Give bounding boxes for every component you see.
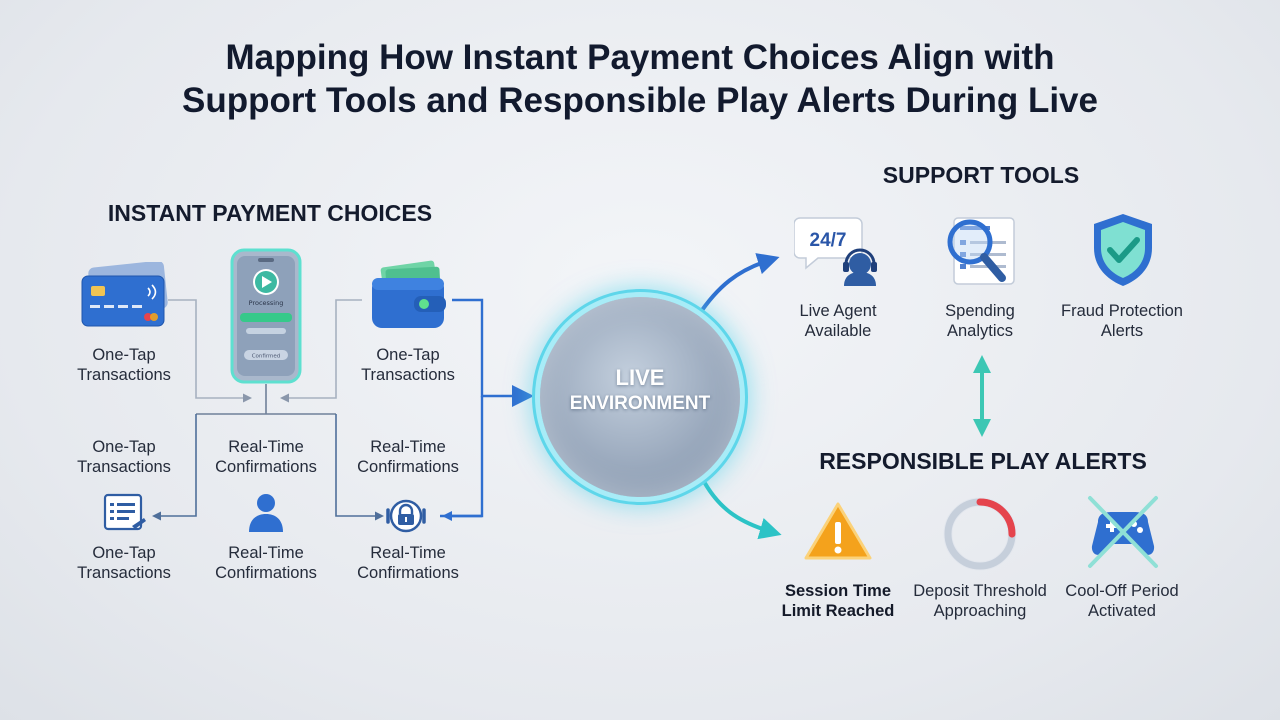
section-heading-support: SUPPORT TOOLS bbox=[882, 162, 1080, 188]
secure-lock-icon bbox=[386, 499, 426, 533]
phone-status-text: Processing bbox=[249, 299, 284, 307]
hub-label-line-2: ENVIRONMENT bbox=[569, 393, 711, 414]
support-label-fraud: Fraud Protection Alerts bbox=[1061, 302, 1183, 340]
user-icon bbox=[249, 494, 283, 532]
title-line-2: Support Tools and Responsible Play Alert… bbox=[182, 81, 1098, 120]
title-line-1: Mapping How Instant Payment Choices Alig… bbox=[225, 38, 1055, 77]
support-label-live-agent: Live Agent Available bbox=[799, 302, 877, 340]
live-environment-hub: LIVE ENVIRONMENT bbox=[540, 297, 740, 497]
mobile-payment-phone-icon: Processing Confirmed bbox=[230, 248, 302, 384]
payment-label-mid-center: Real-Time Confirmations bbox=[215, 438, 317, 476]
magnifier-analytics-icon bbox=[947, 217, 1015, 285]
checklist-icon bbox=[103, 493, 146, 531]
section-heading-payment: INSTANT PAYMENT CHOICES bbox=[107, 200, 433, 226]
payment-label-mid-left: One-Tap Transactions bbox=[77, 438, 171, 476]
credit-card-icon bbox=[81, 262, 168, 327]
wallet-icon bbox=[372, 260, 446, 328]
crossed-gamepad-icon bbox=[1088, 496, 1158, 568]
payment-label-user: Real-Time Confirmations bbox=[215, 544, 317, 582]
support-label-spending: Spending Analytics bbox=[945, 302, 1015, 340]
section-heading-responsible: RESPONSIBLE PLAY ALERTS bbox=[819, 448, 1147, 474]
hub-label-line-1: LIVE bbox=[615, 365, 665, 390]
payment-label-wallet: One-Tap Transactions bbox=[361, 346, 455, 384]
alert-label-session: Session Time Limit Reached bbox=[781, 582, 895, 620]
payment-label-lock: Real-Time Confirmations bbox=[357, 544, 459, 582]
page-title: Mapping How Instant Payment Choices Alig… bbox=[0, 36, 1280, 122]
alert-label-cooloff: Cool-Off Period Activated bbox=[1065, 582, 1179, 620]
warning-triangle-icon bbox=[804, 502, 872, 560]
payment-label-checklist: One-Tap Transactions bbox=[77, 544, 171, 582]
payment-label-card: One-Tap Transactions bbox=[77, 346, 171, 384]
deposit-progress-arc bbox=[944, 498, 1016, 570]
phone-confirm-text: Confirmed bbox=[252, 354, 281, 360]
alert-label-deposit: Deposit Threshold Approaching bbox=[913, 582, 1047, 620]
shield-check-icon bbox=[1094, 214, 1152, 286]
payment-label-mid-right: Real-Time Confirmations bbox=[357, 438, 459, 476]
headset-agent-icon: 24/7 bbox=[794, 217, 877, 286]
progress-ring-icon bbox=[943, 497, 1017, 571]
support-badge-text: 24/7 bbox=[810, 230, 847, 251]
